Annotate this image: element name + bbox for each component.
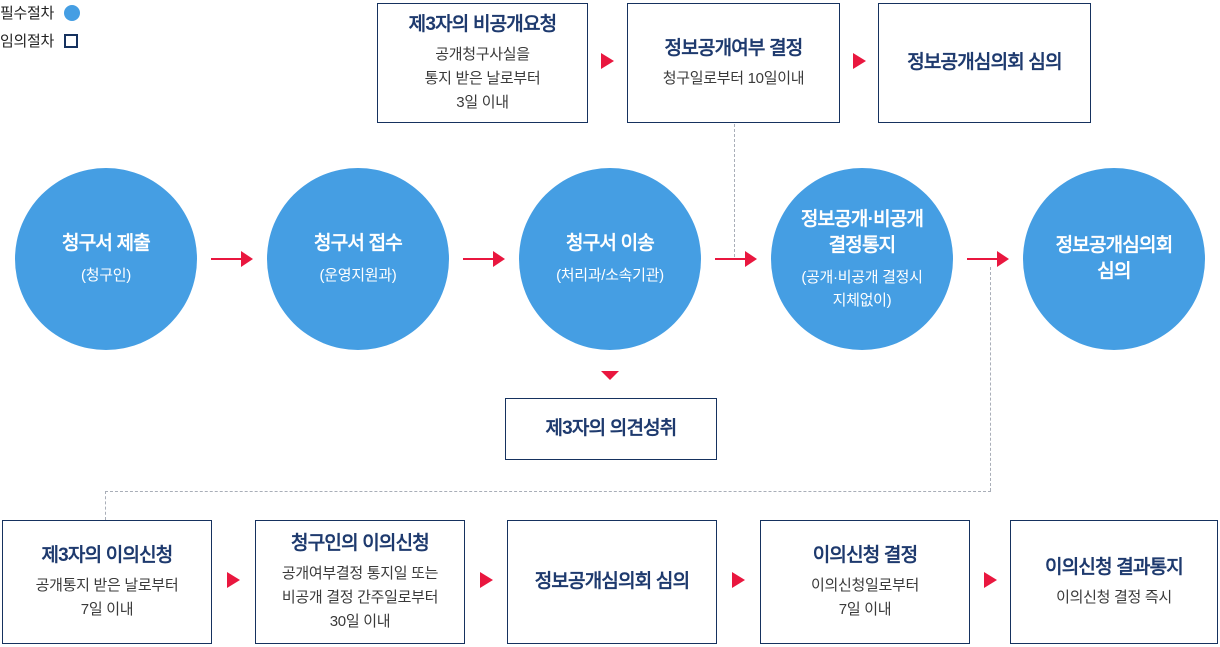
legend-optional-label: 임의절차: [0, 33, 55, 50]
circle-title: 청구서 제출: [62, 233, 151, 254]
box-title: 정보공개여부 결정: [664, 37, 804, 59]
arrow-right-icon: [601, 53, 614, 69]
circle-title: 정보공개·비공개 결정통지: [800, 208, 924, 256]
box-title: 제3자의 이의신청: [41, 544, 173, 566]
circle-subtext: (운영지원과): [319, 267, 397, 284]
box-title: 제3자의 의견성취: [545, 418, 677, 439]
arrow-right-icon: [463, 251, 505, 267]
box-third-party-opinion: 제3자의 의견성취: [505, 398, 717, 460]
required-procedure-circle-icon: [64, 4, 81, 21]
box-title: 이의신청 결과통지: [1045, 556, 1184, 578]
arrow-right-icon: [984, 572, 997, 588]
circle-title: 청구서 이송: [566, 233, 655, 254]
box-title: 제3자의 비공개요청: [408, 13, 557, 35]
box-review-committee-bottom: 정보공개심의회 심의: [507, 520, 717, 644]
dashed-connector: [734, 124, 735, 257]
box-subtext: 공개청구사실을 통지 받은 날로부터 3일 이내: [424, 45, 541, 111]
circle-title: 정보공개심의회 심의: [1055, 235, 1174, 282]
dashed-connector: [105, 491, 106, 520]
box-objection-result-notice: 이의신청 결과통지 이의신청 결정 즉시: [1010, 520, 1218, 644]
dashed-connector: [990, 267, 991, 491]
arrow-right-icon: [732, 572, 745, 588]
box-claimant-objection: 청구인의 이의신청 공개여부결정 통지일 또는 비공개 결정 간주일로부터 30…: [255, 520, 465, 644]
box-objection-decision: 이의신청 결정 이의신청일로부터 7일 이내: [760, 520, 970, 644]
arrow-right-icon: [967, 251, 1009, 267]
box-subtext: 공개통지 받은 날로부터 7일 이내: [35, 576, 179, 618]
arrow-right-icon: [227, 572, 240, 588]
arrow-right-icon: [480, 572, 493, 588]
dashed-connector: [105, 491, 991, 492]
box-subtext: 이의신청일로부터 7일 이내: [810, 576, 919, 618]
box-title: 이의신청 결정: [812, 544, 918, 566]
circle-subtext: (청구인): [81, 267, 131, 284]
circle-receive-request: 청구서 접수 (운영지원과): [267, 168, 449, 350]
circle-title: 청구서 접수: [314, 233, 403, 254]
box-disclosure-decision: 정보공개여부 결정 청구일로부터 10일이내: [627, 3, 840, 123]
legend-required-label: 필수절차: [0, 5, 55, 22]
box-title: 정보공개심의회 심의: [534, 571, 690, 592]
circle-transfer-request: 청구서 이송 (처리과/소속기관): [519, 168, 701, 350]
box-review-committee-top: 정보공개심의회 심의: [878, 3, 1091, 123]
circle-review-committee: 정보공개심의회 심의: [1023, 168, 1205, 350]
box-third-party-objection: 제3자의 이의신청 공개통지 받은 날로부터 7일 이내: [2, 520, 212, 644]
legend-required: 필수절차: [0, 2, 81, 23]
box-subtext: 공개여부결정 통지일 또는 비공개 결정 간주일로부터 30일 이내: [281, 564, 439, 630]
arrow-right-icon: [715, 251, 757, 267]
arrow-right-icon: [853, 53, 866, 69]
box-third-party-nondisclosure-request: 제3자의 비공개요청 공개청구사실을 통지 받은 날로부터 3일 이내: [377, 3, 588, 123]
box-subtext: 이의신청 결정 즉시: [1056, 588, 1172, 606]
box-title: 청구인의 이의신청: [291, 532, 430, 554]
circle-subtext: (처리과/소속기관): [556, 267, 664, 284]
circle-subtext: (공개·비공개 결정시 지체없이): [801, 268, 923, 309]
arrow-down-icon: [601, 371, 619, 380]
box-subtext: 청구일로부터 10일이내: [662, 69, 805, 87]
box-title: 정보공개심의회 심의: [907, 52, 1062, 73]
legend-optional: 임의절차: [0, 30, 79, 51]
circle-decision-notice: 정보공개·비공개 결정통지 (공개·비공개 결정시 지체없이): [771, 168, 953, 350]
circle-submit-request: 청구서 제출 (청구인): [15, 168, 197, 350]
arrow-right-icon: [211, 251, 253, 267]
optional-procedure-square-icon: [64, 33, 79, 48]
